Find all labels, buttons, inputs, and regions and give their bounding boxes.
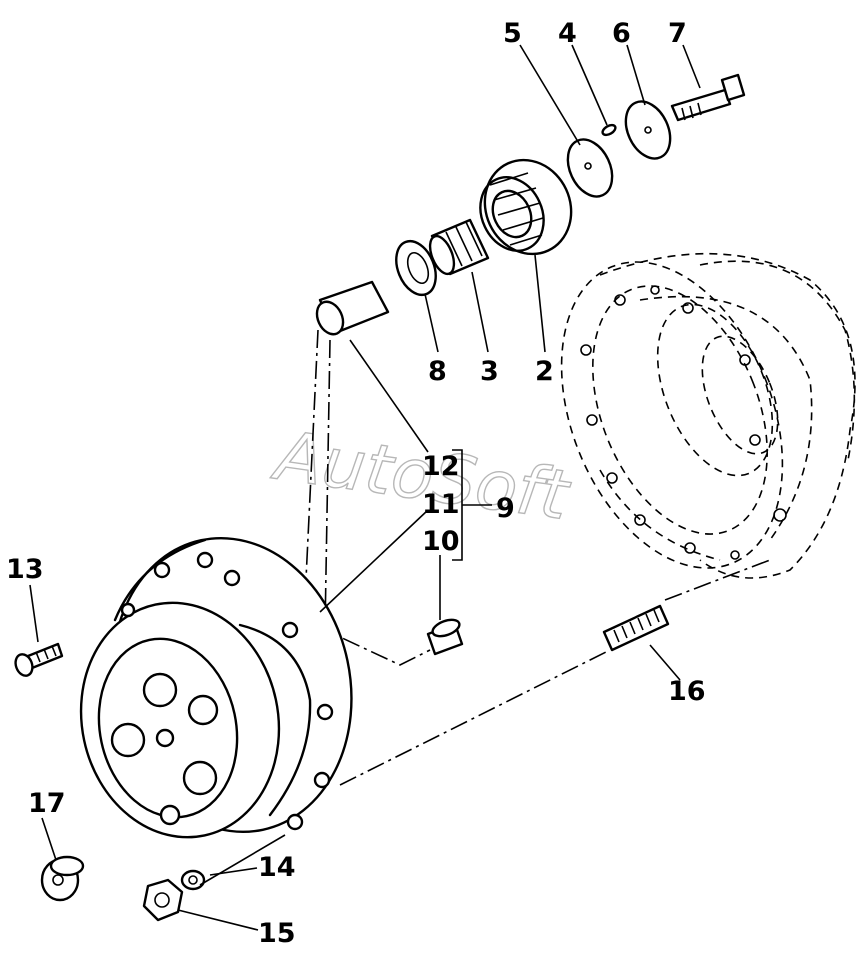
part-17-drain-plug (40, 855, 85, 902)
wheel-hub (79, 536, 353, 839)
callout-labels: 5 4 6 7 8 3 2 12 11 10 9 13 16 17 14 15 (6, 18, 706, 949)
part-8-spacer-ring (395, 239, 437, 297)
part-4-pin (601, 123, 617, 137)
callout-15: 15 (258, 918, 296, 949)
callout-11: 11 (422, 489, 460, 520)
callout-4: 4 (558, 18, 577, 49)
part-10-plug (426, 618, 464, 656)
callout-16: 16 (668, 676, 706, 707)
part-12-pin (315, 280, 390, 336)
callout-13: 13 (6, 554, 44, 585)
callout-9: 9 (496, 493, 515, 524)
part-2-gear (479, 158, 573, 256)
callout-7: 7 (668, 18, 687, 49)
part-7-bolt (670, 73, 746, 122)
callout-6: 6 (612, 18, 631, 49)
part-13-screw (14, 642, 64, 677)
part-15-nut (142, 878, 184, 922)
housing-bolt-holes (580, 285, 787, 560)
part-14-washer (180, 869, 206, 891)
part-6-washer (624, 100, 672, 160)
callout-12: 12 (422, 451, 460, 482)
callout-5: 5 (503, 18, 522, 49)
callout-8: 8 (428, 356, 447, 387)
assembly-leader-lines (304, 329, 771, 786)
callout-2: 2 (535, 356, 554, 387)
part-16-stud (602, 604, 670, 652)
callout-leaders (29, 44, 701, 931)
part-3-needle-bearing (428, 218, 490, 276)
callout-14: 14 (258, 852, 296, 883)
dashed-housing-drum (560, 252, 856, 579)
callout-3: 3 (480, 356, 499, 387)
callout-10: 10 (422, 526, 460, 557)
callout-17: 17 (28, 788, 66, 819)
